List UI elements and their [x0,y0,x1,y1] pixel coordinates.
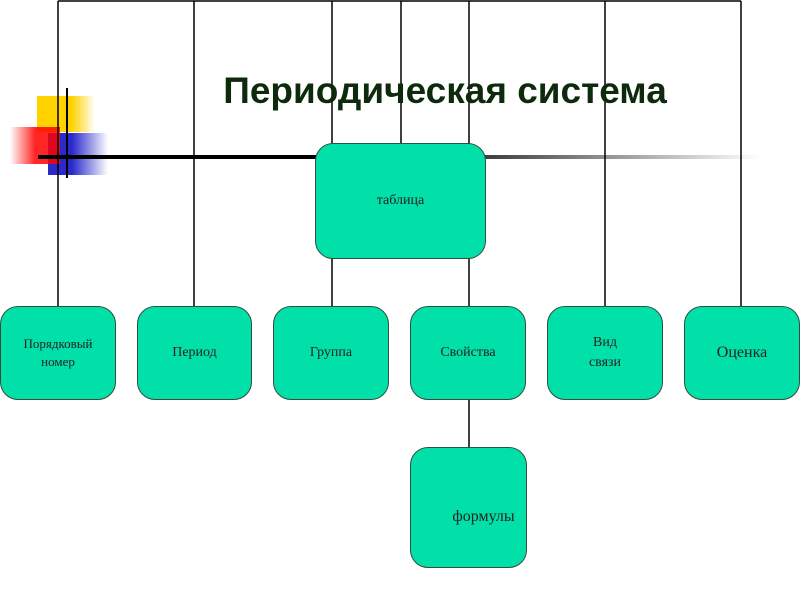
node-child: Свойства [410,306,526,400]
node-child: Оценка [684,306,800,400]
node-child: Группа [273,306,389,400]
node-root: таблица [315,143,486,259]
node-child: Порядковый номер [0,306,116,400]
node-child: Период [137,306,252,400]
slide-title: Периодическая система [223,70,667,111]
node-sub: формулы [410,447,527,568]
node-child: Вид связи [547,306,663,400]
